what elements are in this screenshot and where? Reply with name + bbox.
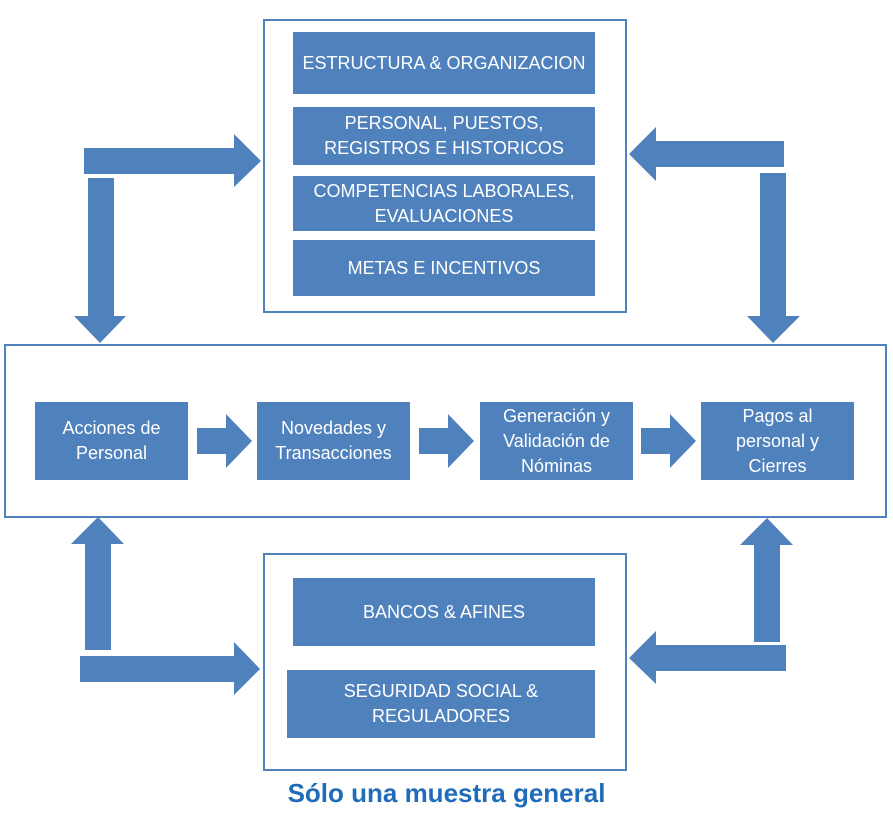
- goals-incentives-box: METAS E INCENTIVOS: [293, 240, 595, 296]
- footer-caption: Sólo una muestra general: [287, 778, 606, 808]
- bottom-left-up-arrow: [71, 517, 124, 650]
- competencies-evaluations-box: COMPETENCIAS LABORALES, EVALUACIONES: [293, 176, 595, 231]
- step-personnel-actions: Acciones de Personal: [35, 402, 188, 480]
- step-payments-closing: Pagos al personal y Cierres: [701, 402, 854, 480]
- bottom-left-right-arrow: [80, 642, 260, 695]
- top-right-left-arrow: [629, 127, 784, 181]
- social-security-box: SEGURIDAD SOCIAL & REGULADORES: [287, 670, 595, 738]
- top-left-down-arrow: [74, 178, 126, 343]
- bottom-right-up-arrow: [740, 518, 793, 642]
- flow-arrow-3: [641, 414, 696, 468]
- flow-arrow-2: [419, 414, 474, 468]
- flow-arrow-1: [197, 414, 252, 468]
- banks-box: BANCOS & AFINES: [293, 578, 595, 646]
- personnel-records-box: PERSONAL, PUESTOS, REGISTROS E HISTORICO…: [293, 107, 595, 165]
- step-transactions: Novedades y Transacciones: [257, 402, 410, 480]
- top-left-right-arrow: [84, 134, 261, 187]
- top-right-down-arrow: [747, 173, 800, 343]
- structure-organization-box: ESTRUCTURA & ORGANIZACION: [293, 32, 595, 94]
- bottom-right-left-arrow: [629, 631, 786, 684]
- step-payroll-generation: Generación y Validación de Nóminas: [480, 402, 633, 480]
